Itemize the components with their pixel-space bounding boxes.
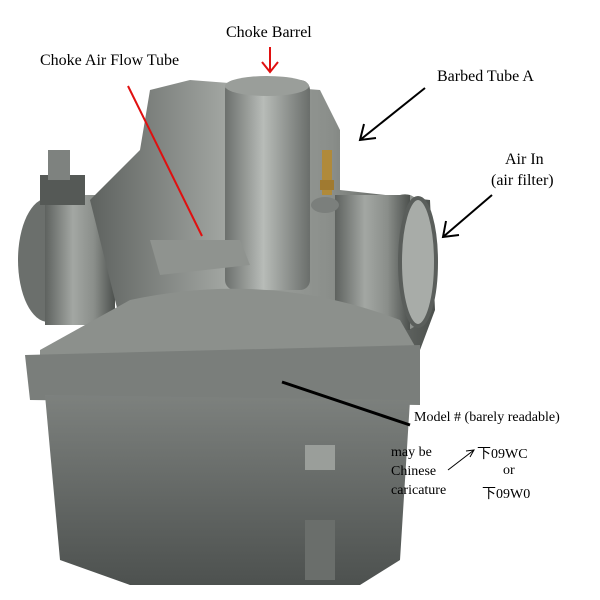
float-bowl — [45, 395, 410, 585]
label-choke-barrel: Choke Barrel — [226, 24, 312, 41]
label-air-in: Air In — [505, 151, 544, 168]
model-option-1: 下09WC — [477, 447, 528, 462]
note-arrow — [447, 449, 475, 471]
barbed-tube-arrow — [359, 87, 426, 141]
air-in-arrow — [442, 194, 493, 238]
choke-air-flow-tube-pointer — [127, 85, 203, 237]
model-number-pointer — [281, 380, 411, 427]
label-model-number: Model # (barely readable) — [414, 410, 560, 425]
label-air-filter: (air filter) — [491, 172, 554, 189]
note-line-3: caricature — [391, 483, 447, 498]
note-line-2: Chinese — [391, 464, 437, 479]
choke-barrel — [225, 80, 310, 290]
bowl-flange — [25, 345, 420, 405]
model-or: or — [503, 463, 515, 478]
barbed-tube — [322, 150, 332, 195]
model-option-2: 下09W0 — [482, 487, 531, 502]
note-line-1: may be — [391, 445, 432, 460]
choke-air-flow-tube — [150, 240, 250, 275]
label-barbed-tube-a: Barbed Tube A — [437, 68, 534, 85]
drain-screw — [305, 520, 335, 580]
label-choke-air-flow-tube: Choke Air Flow Tube — [40, 52, 180, 69]
